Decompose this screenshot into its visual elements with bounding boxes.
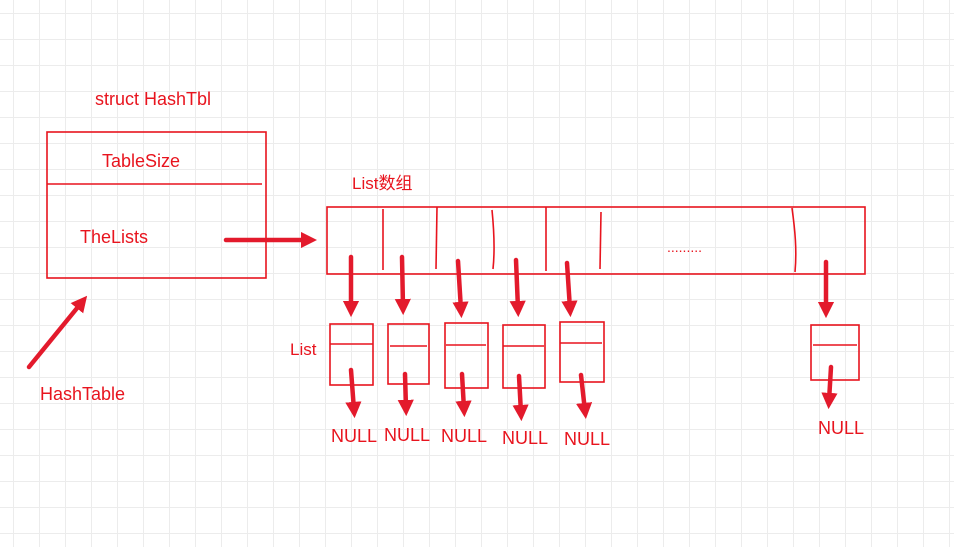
- list-array: [326, 206, 866, 275]
- list-node: [810, 324, 860, 381]
- struct-title: struct HashTbl: [95, 89, 212, 109]
- node-to-null-arrow: [821, 364, 838, 410]
- array-cell-divider: [435, 206, 438, 270]
- list-label: List: [290, 340, 317, 359]
- cell-to-node-arrow: [394, 254, 411, 316]
- hashtable-label: HashTable: [40, 384, 126, 404]
- node-to-null-arrow: [576, 372, 593, 420]
- array-ellipsis: .........: [667, 239, 703, 255]
- null-label: NULL: [384, 425, 431, 445]
- null-label: NULL: [502, 428, 549, 448]
- node-to-null-arrow: [512, 373, 529, 422]
- null-label: NULL: [818, 418, 865, 438]
- list-node: [502, 324, 546, 389]
- node-to-null-arrow: [455, 371, 472, 418]
- field-tablesize: TableSize: [102, 151, 181, 171]
- cell-to-node-arrow: [509, 257, 526, 318]
- struct-outline: [46, 131, 267, 279]
- list-nodes: [329, 321, 860, 389]
- cell-to-node-arrow: [561, 260, 578, 318]
- list-node: [444, 322, 489, 389]
- struct-box: [46, 131, 267, 279]
- node-to-null-arrow: [397, 371, 414, 417]
- null-label: NULL: [564, 429, 611, 449]
- null-label: NULL: [331, 426, 378, 446]
- array-cell-divider: [599, 211, 602, 270]
- list-node: [387, 323, 430, 385]
- hashtable-pointer-arrow: [26, 295, 88, 370]
- list-array-outline: [326, 206, 866, 275]
- field-thelists: TheLists: [80, 227, 149, 247]
- array-cell-divider: [491, 209, 495, 270]
- array-cell-divider: [791, 207, 797, 273]
- list-array-title: List数组: [352, 174, 413, 193]
- cell-to-node-arrow: [452, 258, 469, 319]
- node-to-null-arrow: [345, 367, 362, 419]
- arrows: [26, 231, 838, 422]
- null-label: NULL: [441, 426, 488, 446]
